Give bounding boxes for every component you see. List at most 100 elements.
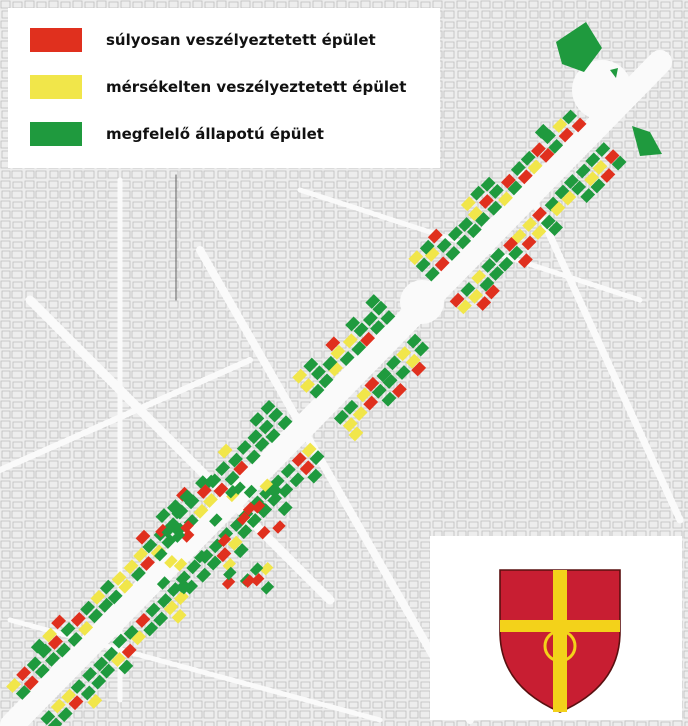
building-block — [447, 226, 463, 242]
building-block — [468, 288, 484, 304]
building-block — [68, 695, 84, 711]
building-block — [80, 600, 96, 616]
building-block — [123, 625, 139, 640]
building-block — [556, 22, 602, 72]
building-block — [490, 247, 506, 263]
building-block — [268, 484, 283, 499]
building-block — [503, 236, 519, 252]
building-block — [111, 571, 127, 586]
building-block — [34, 663, 50, 679]
building-block — [488, 183, 504, 199]
building-block — [90, 589, 106, 605]
building-block — [544, 196, 560, 212]
building-block — [61, 688, 77, 704]
building-block — [206, 555, 222, 571]
building-block — [489, 266, 504, 281]
building-block — [142, 538, 158, 554]
building-block — [236, 511, 251, 526]
building-block — [145, 602, 161, 618]
building-block — [562, 109, 578, 125]
building-block — [223, 566, 237, 581]
building-block — [343, 399, 359, 415]
building-block — [328, 361, 344, 377]
building-block — [250, 572, 265, 587]
legend: súlyosan veszélyeztetett épület mérsékel… — [8, 8, 440, 168]
building-block — [460, 282, 476, 297]
building-block — [498, 256, 514, 272]
building-block — [180, 529, 195, 543]
building-block — [325, 336, 341, 352]
building-block — [476, 296, 492, 311]
building-block — [267, 491, 283, 507]
building-block — [480, 176, 496, 192]
building-block — [521, 235, 537, 251]
building-block — [475, 211, 490, 227]
building-block — [563, 174, 579, 189]
building-block — [260, 399, 276, 415]
building-block — [277, 415, 293, 431]
building-block — [318, 373, 334, 389]
building-block — [396, 346, 412, 362]
building-block — [333, 409, 349, 425]
building-block — [237, 524, 253, 540]
building-block — [67, 631, 83, 647]
building-block — [585, 152, 601, 168]
building-block — [381, 391, 397, 407]
building-block — [522, 217, 538, 232]
building-block — [98, 597, 114, 613]
building-block — [60, 622, 76, 637]
cross-horizontal — [500, 620, 620, 632]
building-block — [15, 685, 31, 700]
building-block — [93, 656, 109, 672]
building-block — [471, 269, 487, 285]
building-block — [307, 468, 323, 484]
building-block — [541, 129, 556, 145]
building-block — [449, 292, 465, 308]
building-block — [531, 225, 547, 240]
building-block — [70, 611, 86, 627]
square-buildings — [556, 22, 662, 156]
building-block — [91, 674, 107, 690]
building-block — [224, 470, 240, 486]
building-block — [26, 656, 42, 672]
building-block — [511, 228, 527, 244]
building-block — [376, 367, 392, 383]
legend-item-moderate: mérsékelten veszélyeztetett épület — [30, 73, 406, 101]
building-block — [247, 429, 263, 445]
building-block — [322, 355, 338, 371]
building-block — [456, 299, 472, 315]
building-block — [592, 159, 608, 175]
building-block — [575, 163, 591, 179]
building-block — [364, 376, 380, 392]
building-block — [196, 483, 212, 499]
building-block — [196, 567, 212, 583]
building-block — [135, 612, 151, 628]
building-block — [310, 365, 326, 381]
building-block — [82, 667, 98, 682]
building-block — [548, 221, 564, 237]
building-block — [259, 561, 274, 576]
building-block — [380, 310, 396, 325]
building-block — [382, 373, 398, 389]
building-block — [558, 127, 574, 143]
building-block — [111, 652, 126, 668]
building-block — [510, 161, 526, 177]
building-block — [539, 147, 555, 163]
legend-item-severe: súlyosan veszélyeztetett épület — [30, 26, 376, 54]
building-block — [186, 559, 202, 575]
building-block — [595, 142, 611, 158]
building-block — [632, 126, 662, 156]
building-block — [604, 149, 620, 165]
building-block — [157, 593, 173, 609]
building-block — [203, 474, 217, 489]
building-block — [180, 520, 194, 534]
building-block — [260, 581, 275, 595]
building-block — [259, 478, 274, 492]
building-block — [103, 646, 119, 662]
building-block — [241, 574, 256, 588]
building-block — [51, 614, 67, 630]
building-block — [155, 508, 171, 524]
building-block — [154, 547, 168, 562]
legend-swatch-red — [30, 28, 82, 52]
building-block — [87, 693, 103, 709]
